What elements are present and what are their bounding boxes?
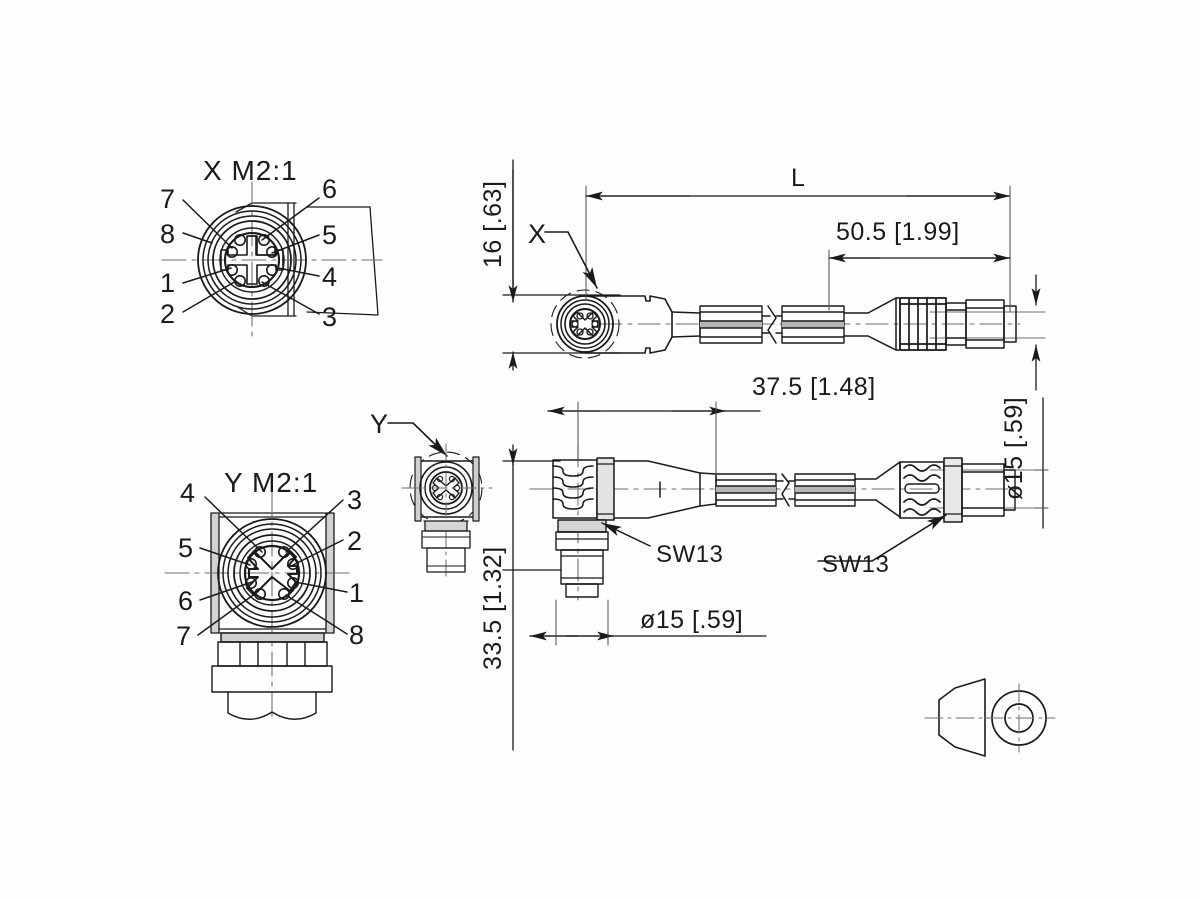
dim-label-dia15-right: ø15 [.59] [1000, 397, 1028, 500]
sw13-leaders [601, 514, 947, 562]
y-pin-label-2: 2 [347, 526, 362, 556]
y-view-marker: Y [370, 409, 388, 439]
seal-cone-detail [924, 678, 1056, 757]
y-detail-centerlines [164, 491, 353, 721]
top-cable-segments [699, 305, 845, 344]
y-pin-label-4: 4 [180, 478, 195, 508]
x-detail-title: X M2:1 [203, 155, 298, 186]
dim-label-dia15-bottom: ø15 [.59] [640, 606, 743, 634]
dim-dia15-bottom [529, 599, 767, 646]
dim-label-50-5: 50.5 [1.99] [836, 218, 960, 246]
dim-L [585, 185, 1011, 313]
y-detail-leaders-right [285, 499, 348, 635]
x-pin-label-7: 7 [160, 184, 175, 214]
x-detail-view [161, 181, 383, 339]
y-detail-connector-face [217, 518, 327, 628]
x-detail-leaders-left [182, 199, 237, 313]
y-detail-nut-stack [211, 632, 333, 720]
x-detail-centerlines [161, 181, 383, 339]
x-view-marker: X [528, 219, 546, 249]
x-detail-leaders-right [261, 197, 320, 315]
dim-50-5 [828, 249, 1011, 311]
dim-dia15-right [1034, 397, 1049, 529]
x-pin-label-6: 6 [322, 174, 337, 204]
x-pin-label-2: 2 [160, 299, 175, 329]
y-pin-label-5: 5 [178, 533, 193, 563]
lower-angled-connector [552, 457, 717, 598]
x-detail-connector-face [197, 205, 307, 315]
dim-37-5 [547, 401, 761, 477]
sw13-label-right: SW13 [822, 551, 889, 578]
y-detail-view [164, 491, 353, 721]
top-straight-connector [843, 297, 1017, 351]
sw13-label-left: SW13 [656, 541, 723, 568]
x-pin-label-8: 8 [160, 219, 175, 249]
dim-label-33-5: 33.5 [1.32] [479, 546, 507, 670]
view-marker-leaders [387, 231, 598, 457]
x-pin-label-4: 4 [322, 262, 337, 292]
y-reference-view [401, 443, 493, 579]
dim-label-L: L [791, 164, 805, 192]
dim-label-16: 16 [.63] [479, 181, 507, 268]
top-assembly [504, 289, 1046, 359]
y-pin-label-8: 8 [349, 620, 364, 650]
y-detail-leaders-left [197, 496, 263, 636]
lower-straight-connector [854, 457, 1016, 523]
lower-cable-segments [715, 473, 856, 507]
top-angled-connector-head [550, 289, 620, 359]
dim-33-5 [502, 444, 561, 751]
dim-16-063 [502, 159, 621, 371]
y-detail-title: Y M2:1 [224, 467, 318, 498]
dimension-lines [502, 159, 1049, 751]
x-pin-label-1: 1 [160, 268, 175, 298]
lower-assembly [507, 444, 1046, 601]
x-pin-label-3: 3 [322, 302, 337, 332]
y-pin-label-3: 3 [347, 485, 362, 515]
dim-label-37-5: 37.5 [1.48] [752, 373, 876, 401]
y-pin-label-6: 6 [178, 586, 193, 616]
x-pin-label-5: 5 [322, 220, 337, 250]
y-pin-label-1: 1 [349, 578, 364, 608]
y-pin-label-7: 7 [176, 621, 191, 651]
